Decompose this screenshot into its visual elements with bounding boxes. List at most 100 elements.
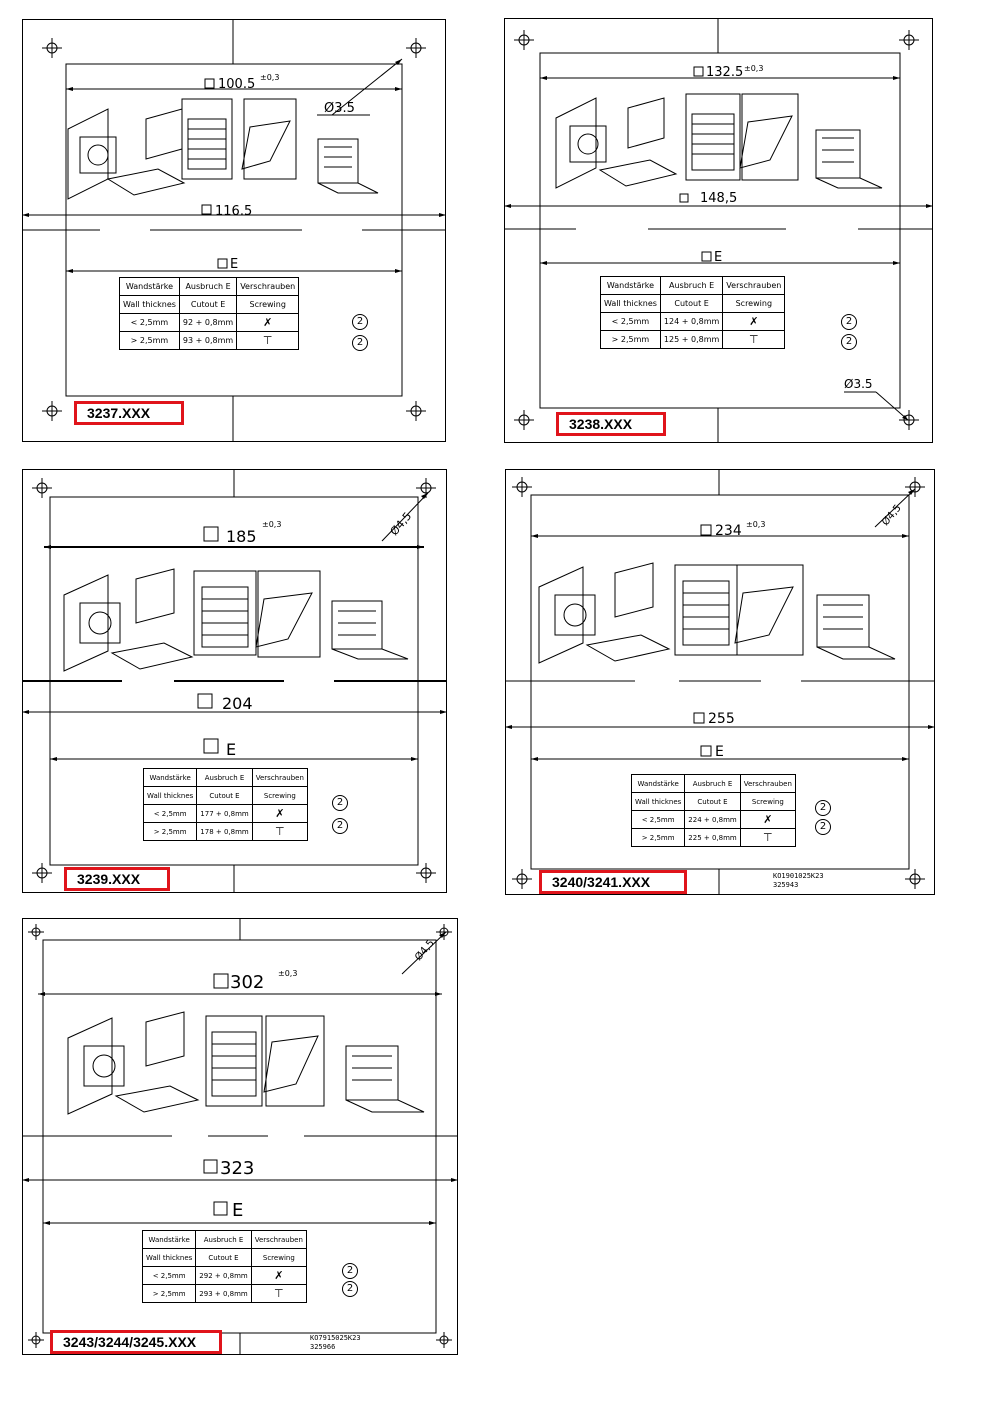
tolerance-text: ±0,3 [260,73,279,82]
header-wall: Wandstärke [119,277,180,296]
technical-drawing-3243: 302 ±0,3 Ø4,5 323 E [22,918,458,1355]
table-header-row: Wandstärke Ausbruch E Verschrauben [600,276,786,295]
model-label: 3240/3241.XXX [539,870,687,894]
outer-dim-text: 185 [226,527,257,546]
table-row: > 2,5mm 293 + 0,8mm ⊤ [141,1284,307,1303]
open-grille-illustration [739,93,799,181]
header-screw: Verschrauben [236,277,300,296]
header-cutout-en: Cutout E [195,1248,252,1267]
technical-drawing-3237: 100.5 ±0,3 Ø3.5 116.5 E [22,19,446,442]
frame-dim-text: 323 [220,1158,254,1179]
header-screw-en: Screwing [250,1248,307,1267]
model-label: 3243/3244/3245.XXX [50,1330,222,1354]
model-label: 3238.XXX [556,412,666,436]
frame-dim-text: 148,5 [700,191,737,206]
outer-dim-text: 132.5 [706,65,743,80]
fan-assembly-illustration [555,97,678,189]
header-cutout-en: Cutout E [684,792,741,811]
model-label: 3239.XXX [64,867,170,891]
cutout-cell: 293 + 0,8mm [195,1284,252,1303]
outer-dim-text: 302 [230,972,264,993]
cutout-spec-table: Wandstärke Ausbruch E Verschrauben Wall … [630,774,796,847]
callout-2: 2 [815,800,831,816]
thickness-cell: < 2,5mm [600,312,661,331]
model-label: 3237.XXX [74,401,184,425]
table-header-row: Wandstärke Ausbruch E Verschrauben [141,1230,307,1249]
callout-2: 2 [332,795,348,811]
open-grille-illustration [241,98,297,180]
table-row: < 2,5mm 124 + 0,8mm ✗ [600,312,786,331]
cutout-cell: 224 + 0,8mm [684,810,741,829]
cutout-spec-table: Wandstärke Ausbruch E Verschrauben Wall … [142,768,308,841]
hole-dim-text: Ø4,5 [388,510,415,538]
cutout-label: E [230,257,238,272]
table-row: > 2,5mm 93 + 0,8mm ⊤ [119,331,300,350]
header-cutout: Ausbruch E [684,774,741,793]
drawing-stamp: KO7915025K23 325966 [310,1334,361,1352]
outer-dim-text: 234 [715,523,742,539]
callout-2: 2 [841,334,857,350]
header-cutout: Ausbruch E [178,277,238,296]
frame-dim-text: 116.5 [215,204,252,219]
screw-icon: ⊤ [739,828,796,847]
header-screw: Verschrauben [251,768,308,787]
cutout-label: E [232,1200,243,1221]
stamp-line: 325966 [310,1343,336,1351]
callout-2: 2 [841,314,857,330]
hole-dim-text: Ø3.5 [844,377,873,391]
header-wall-en: Wall thicknes [119,295,180,314]
grille-cover-illustration [345,1045,425,1113]
table-row: < 2,5mm 177 + 0,8mm ✗ [142,804,308,823]
hole-dim-text: Ø3.5 [324,101,355,116]
drawing-3239: 185 ±0,3 Ø4,5 204 E Wandstärke Ausbruch … [22,469,447,893]
header-screw-en: Screwing [739,792,796,811]
cutout-cell: 92 + 0,8mm [178,313,238,332]
cutout-cell: 125 + 0,8mm [659,330,724,349]
header-wall: Wandstärke [142,768,198,787]
header-cutout: Ausbruch E [659,276,724,295]
cutout-spec-table: Wandstärke Ausbruch E Verschrauben Wall … [141,1230,307,1303]
outer-dim-text: 100.5 [218,77,255,92]
header-wall: Wandstärke [630,774,686,793]
tolerance-text: ±0,3 [262,520,281,529]
header-screw: Verschrauben [739,774,796,793]
table-row: > 2,5mm 125 + 0,8mm ⊤ [600,330,786,349]
screw-icon: ⊤ [250,1284,307,1303]
table-header-row-en: Wall thicknes Cutout E Screwing [119,295,300,314]
table-header-row-en: Wall thicknes Cutout E Screwing [141,1248,307,1267]
cutout-cell: 93 + 0,8mm [178,331,238,350]
clip-icon: ✗ [251,804,308,823]
grille-cover-illustration [816,594,896,660]
table-header-row-en: Wall thicknes Cutout E Screwing [142,786,308,805]
cutout-cell: 178 + 0,8mm [196,822,253,841]
table-row: < 2,5mm 292 + 0,8mm ✗ [141,1266,307,1285]
fan-assembly-illustration [538,562,671,664]
filter-grille-illustration [674,564,738,656]
stamp-line: 325943 [773,881,799,889]
drawing-3237: 100.5 ±0,3 Ø3.5 116.5 E Wandstärke Ausbr… [22,19,446,442]
cutout-label: E [714,250,722,265]
clip-icon: ✗ [739,810,796,829]
screw-icon: ⊤ [236,331,300,350]
header-screw: Verschrauben [722,276,786,295]
cutout-spec-table: Wandstärke Ausbruch E Verschrauben Wall … [600,276,786,349]
callout-2: 2 [342,1263,358,1279]
technical-drawing-3240: 234 ±0,3 Ø4,5 255 E [505,469,935,895]
drawing-3243: 302 ±0,3 Ø4,5 323 E Wandstärke Ausbruch … [22,918,458,1355]
table-row: > 2,5mm 178 + 0,8mm ⊤ [142,822,308,841]
thickness-cell: < 2,5mm [119,313,180,332]
thickness-cell: > 2,5mm [600,330,661,349]
open-grille-illustration [734,564,804,656]
filter-grille-illustration [685,93,741,181]
header-screw-en: Screwing [236,295,300,314]
clip-icon: ✗ [250,1266,307,1285]
filter-grille-illustration [181,98,233,180]
header-cutout-en: Cutout E [178,295,238,314]
cutout-label: E [226,740,236,759]
callout-2: 2 [352,314,368,330]
filter-grille-illustration [193,570,257,656]
fan-assembly-illustration [67,108,186,200]
drawing-3240: 234 ±0,3 Ø4,5 255 E Wandstärke Ausbruch … [505,469,935,895]
cutout-cell: 225 + 0,8mm [684,828,741,847]
header-wall-en: Wall thicknes [600,294,661,313]
